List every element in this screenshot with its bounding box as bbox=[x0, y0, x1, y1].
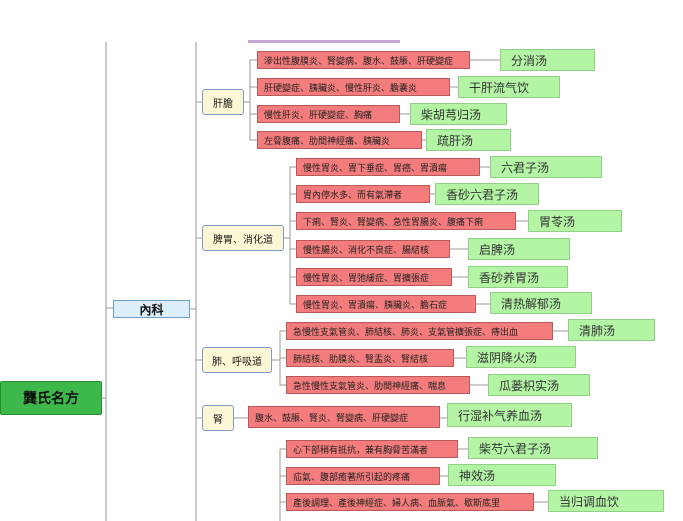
disease-node[interactable]: 肝硬變症、胰臟炎、慢性肝炎、膽囊炎 bbox=[257, 78, 450, 96]
disease-node[interactable]: 慢性胃炎、胃潰瘍、胰臟炎、膽石症 bbox=[296, 295, 476, 313]
disease-label: 慢性胃炎、胃下垂症、胃癌、胃潰瘍 bbox=[303, 163, 448, 174]
remedy-node[interactable]: 清热解郁汤 bbox=[490, 292, 592, 314]
branch-node-internal-medicine[interactable]: 內科 bbox=[113, 300, 190, 318]
remedy-node[interactable]: 柴芍六君子汤 bbox=[468, 437, 598, 459]
disease-label: 產後調理、產後神經症、婦人病、血脈氣、歇斯底里 bbox=[293, 498, 501, 509]
category-lung[interactable]: 肺、呼吸道 bbox=[202, 347, 272, 373]
branch-label: 內科 bbox=[139, 302, 164, 317]
disease-label: 胃內停水多、而有氣滯者 bbox=[303, 190, 403, 201]
disease-label: 左脅腹痛、肋間神經痛、胰臟炎 bbox=[264, 136, 391, 147]
root-label: 龔氏名方 bbox=[23, 391, 79, 407]
remedy-node[interactable]: 清肺汤 bbox=[568, 319, 655, 341]
remedy-node[interactable]: 香砂六君子汤 bbox=[435, 183, 539, 205]
remedy-node[interactable]: 六君子汤 bbox=[490, 156, 602, 178]
remedy-label: 香砂养胃汤 bbox=[479, 270, 540, 285]
disease-label: 肝硬變症、胰臟炎、慢性肝炎、膽囊炎 bbox=[264, 83, 418, 94]
category-label: 肝膽 bbox=[213, 98, 233, 110]
disease-label: 慢性腸炎、消化不良症、腸結核 bbox=[303, 245, 430, 256]
disease-node[interactable]: 急慢性支氣管炎、肺結核、肺炎、支氣管擴張症、痔出血 bbox=[286, 322, 553, 340]
disease-node[interactable]: 慢性胃炎、胃弛緩症、胃擴張症 bbox=[296, 268, 452, 286]
category-label: 肺、呼吸道 bbox=[212, 356, 262, 368]
remedy-label: 当归调血饮 bbox=[559, 494, 620, 509]
remedy-label: 滋阴降火汤 bbox=[477, 350, 538, 365]
remedy-label: 行湿补气养血汤 bbox=[458, 408, 543, 423]
remedy-label: 疏肝汤 bbox=[437, 133, 474, 148]
remedy-label: 柴胡芎归汤 bbox=[421, 107, 482, 122]
partial-node-top bbox=[248, 40, 400, 43]
disease-node[interactable]: 產後調理、產後神經症、婦人病、血脈氣、歇斯底里 bbox=[286, 493, 534, 511]
remedy-label: 瓜蒌枳实汤 bbox=[499, 378, 560, 393]
remedy-label: 清肺汤 bbox=[579, 323, 616, 338]
disease-label: 慢性肝炎、肝硬變症、胸痛 bbox=[264, 110, 373, 121]
remedy-node[interactable]: 行湿补气养血汤 bbox=[447, 403, 572, 427]
remedy-node[interactable]: 胃苓汤 bbox=[528, 210, 622, 232]
disease-node[interactable]: 慢性腸炎、消化不良症、腸結核 bbox=[296, 240, 450, 258]
disease-label: 慢性胃炎、胃潰瘍、胰臟炎、膽石症 bbox=[303, 300, 448, 311]
disease-label: 急性慢性支氣管炎、肋間神經痛、喘息 bbox=[293, 381, 447, 392]
remedy-label: 神效汤 bbox=[459, 468, 496, 483]
disease-label: 腹水、鼓脹、腎炎、腎變病、肝硬變症 bbox=[255, 413, 409, 424]
remedy-label: 启脾汤 bbox=[479, 242, 516, 257]
disease-node[interactable]: 左脅腹痛、肋間神經痛、胰臟炎 bbox=[257, 131, 422, 149]
remedy-node[interactable]: 启脾汤 bbox=[468, 238, 570, 260]
disease-label: 慢性胃炎、胃弛緩症、胃擴張症 bbox=[303, 273, 430, 284]
remedy-node[interactable]: 瓜蒌枳实汤 bbox=[488, 374, 590, 396]
remedy-node[interactable]: 干肝流气饮 bbox=[458, 76, 560, 98]
remedy-node[interactable]: 神效汤 bbox=[448, 464, 556, 486]
remedy-node[interactable]: 分消汤 bbox=[500, 49, 595, 71]
disease-node[interactable]: 滲出性腹膜炎、腎變病、腹水、鼓脹、肝硬變症 bbox=[257, 51, 470, 69]
remedy-label: 六君子汤 bbox=[501, 160, 550, 175]
remedy-node[interactable]: 滋阴降火汤 bbox=[466, 346, 576, 368]
disease-node[interactable]: 慢性肝炎、肝硬變症、胸痛 bbox=[257, 105, 400, 123]
category-label: 腎 bbox=[213, 414, 223, 426]
disease-node[interactable]: 肺結核、肋膜炎、腎盂炎、腎結核 bbox=[286, 349, 454, 367]
remedy-node[interactable]: 香砂养胃汤 bbox=[468, 266, 568, 288]
disease-node[interactable]: 下痢、腎炎、腎變病、急性胃腸炎、腹痛下痢 bbox=[296, 212, 516, 230]
disease-label: 心下部稍有抵抗，兼有胸脅苦滿者 bbox=[293, 445, 429, 456]
disease-label: 下痢、腎炎、腎變病、急性胃腸炎、腹痛下痢 bbox=[303, 217, 484, 228]
category-spleen[interactable]: 脾胃、消化道 bbox=[202, 225, 284, 251]
category-kidney[interactable]: 腎 bbox=[202, 405, 234, 431]
disease-label: 急慢性支氣管炎、肺結核、肺炎、支氣管擴張症、痔出血 bbox=[293, 327, 519, 338]
disease-label: 疝氣、腹部癒著所引起的疼痛 bbox=[293, 472, 411, 483]
category-liver[interactable]: 肝膽 bbox=[202, 89, 244, 115]
remedy-node[interactable]: 疏肝汤 bbox=[426, 129, 511, 151]
remedy-node[interactable]: 当归调血饮 bbox=[548, 490, 664, 512]
remedy-label: 分消汤 bbox=[511, 53, 548, 68]
disease-node[interactable]: 急性慢性支氣管炎、肋間神經痛、喘息 bbox=[286, 376, 470, 394]
remedy-label: 清热解郁汤 bbox=[501, 296, 562, 311]
disease-label: 滲出性腹膜炎、腎變病、腹水、鼓脹、肝硬變症 bbox=[264, 56, 454, 67]
disease-node[interactable]: 慢性胃炎、胃下垂症、胃癌、胃潰瘍 bbox=[296, 158, 480, 176]
remedy-label: 干肝流气饮 bbox=[469, 80, 530, 95]
disease-node[interactable]: 疝氣、腹部癒著所引起的疼痛 bbox=[286, 467, 440, 485]
disease-node[interactable]: 胃內停水多、而有氣滯者 bbox=[296, 185, 430, 203]
remedy-label: 柴芍六君子汤 bbox=[479, 441, 552, 456]
remedy-label: 胃苓汤 bbox=[539, 214, 576, 229]
disease-node[interactable]: 心下部稍有抵抗，兼有胸脅苦滿者 bbox=[286, 440, 458, 458]
disease-node[interactable]: 腹水、鼓脹、腎炎、腎變病、肝硬變症 bbox=[248, 406, 440, 428]
disease-label: 肺結核、肋膜炎、腎盂炎、腎結核 bbox=[293, 354, 429, 365]
remedy-label: 香砂六君子汤 bbox=[446, 187, 519, 202]
root-node[interactable]: 龔氏名方 bbox=[0, 381, 102, 415]
category-label: 脾胃、消化道 bbox=[213, 234, 273, 246]
remedy-node[interactable]: 柴胡芎归汤 bbox=[410, 103, 507, 125]
